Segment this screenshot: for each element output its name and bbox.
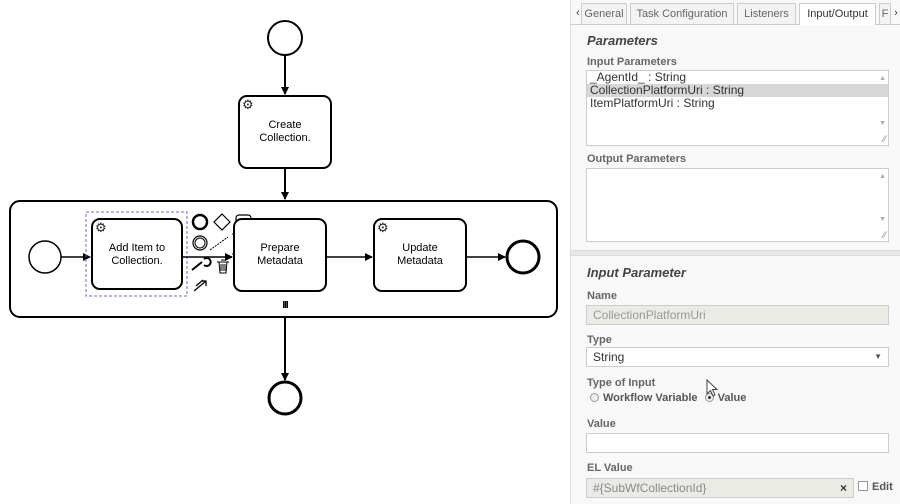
- multi-instance-parallel-marker: III: [282, 300, 288, 311]
- edit-checkbox[interactable]: [858, 481, 868, 491]
- task-create-collection-label: Create Collection.: [239, 119, 331, 145]
- input-parameter-item[interactable]: ItemPlatformUri : String: [590, 96, 715, 110]
- el-value-label: EL Value: [587, 462, 633, 474]
- tab-listeners[interactable]: Listeners: [737, 3, 796, 24]
- name-field[interactable]: CollectionPlatformUri: [586, 305, 889, 325]
- properties-tabs: ‹ General Task Configuration Listeners I…: [571, 0, 900, 25]
- section-divider: [571, 250, 900, 256]
- end-event-bottom[interactable]: [267, 380, 303, 416]
- task-add-item-label: Add Item to Collection.: [92, 242, 182, 268]
- label-line: Prepare: [260, 242, 300, 254]
- el-value-text: #{SubWfCollectionId}: [593, 481, 707, 495]
- resize-handle-icon[interactable]: ⁄⁄: [882, 230, 886, 240]
- diagram-svg: [9, 20, 558, 416]
- connect-arrow-icon[interactable]: [193, 279, 207, 292]
- type-of-input-label: Type of Input: [587, 377, 656, 389]
- bpmn-canvas[interactable]: ⚙ ⚙ ⚙ Create Collection. Add Item to Col…: [0, 0, 570, 504]
- type-of-input-options: Workflow Variable Value: [590, 392, 746, 404]
- tab-input-output[interactable]: Input/Output: [799, 3, 876, 25]
- el-value-field[interactable]: #{SubWfCollectionId} ×: [586, 478, 854, 498]
- scroll-up-icon[interactable]: ▲: [879, 173, 886, 180]
- task-prepare-metadata-label: Prepare Metadata: [234, 242, 326, 268]
- workflow-variable-radio[interactable]: [590, 393, 599, 402]
- input-parameter-heading: Input Parameter: [587, 265, 686, 280]
- scroll-up-icon[interactable]: ▲: [879, 75, 886, 82]
- service-task-gear-icon: ⚙: [242, 98, 254, 113]
- tab-extra[interactable]: F: [879, 3, 891, 24]
- service-task-gear-icon: ⚙: [95, 221, 107, 236]
- input-parameters-label: Input Parameters: [587, 56, 677, 68]
- mouse-cursor-icon: [706, 379, 719, 397]
- output-parameters-list[interactable]: ▲ ▼ ⁄⁄: [586, 168, 889, 242]
- output-parameters-label: Output Parameters: [587, 153, 687, 165]
- end-event-inner[interactable]: [505, 239, 541, 275]
- workflow-variable-option-label[interactable]: Workflow Variable: [603, 392, 698, 404]
- value-label: Value: [587, 418, 616, 430]
- type-select-value: String: [593, 350, 625, 364]
- label-line: Add Item to: [108, 242, 166, 254]
- tab-general[interactable]: General: [581, 3, 627, 24]
- tabs-prev-arrow[interactable]: ‹: [576, 7, 580, 19]
- task-update-metadata-label: Update Metadata: [374, 242, 466, 268]
- task-update-metadata[interactable]: [373, 218, 467, 292]
- change-type-wrench-icon[interactable]: [191, 257, 212, 271]
- parameters-heading: Parameters: [587, 33, 658, 48]
- label-line: Collection.: [259, 132, 311, 144]
- type-select[interactable]: String ▼: [586, 347, 889, 367]
- edit-toggle[interactable]: Edit: [858, 481, 893, 493]
- properties-panel: ‹ General Task Configuration Listeners I…: [570, 0, 900, 504]
- append-end-event-icon[interactable]: [191, 213, 209, 231]
- append-gateway-icon[interactable]: [213, 213, 231, 231]
- tab-task-configuration[interactable]: Task Configuration: [630, 3, 734, 24]
- delete-trash-icon[interactable]: [217, 259, 229, 274]
- label-line: Metadata: [257, 255, 303, 267]
- input-parameter-item[interactable]: CollectionPlatformUri : String: [587, 84, 888, 97]
- intermediate-inner-ring: [194, 237, 206, 249]
- value-radio[interactable]: [704, 393, 714, 402]
- clear-icon[interactable]: ×: [839, 481, 847, 495]
- service-task-gear-icon: ⚙: [377, 221, 389, 236]
- label-line: Update: [402, 242, 438, 254]
- type-label: Type: [587, 334, 612, 346]
- value-option-label[interactable]: Value: [717, 392, 747, 404]
- edit-label[interactable]: Edit: [872, 481, 893, 493]
- input-parameter-item[interactable]: _AgentId_ : String: [590, 70, 687, 84]
- label-line: Metadata: [397, 255, 443, 267]
- value-input[interactable]: [586, 433, 889, 453]
- resize-handle-icon[interactable]: ⁄⁄: [882, 134, 886, 144]
- scroll-down-icon[interactable]: ▼: [879, 120, 886, 127]
- chevron-down-icon: ▼: [874, 352, 882, 361]
- scroll-down-icon[interactable]: ▼: [879, 216, 886, 223]
- label-line: Create: [268, 119, 302, 131]
- start-event-inner[interactable]: [28, 240, 62, 274]
- start-event-top[interactable]: [267, 20, 303, 56]
- name-label: Name: [587, 290, 617, 302]
- task-add-item[interactable]: [91, 218, 183, 290]
- selection-outline: [85, 211, 188, 297]
- label-line: Collection.: [111, 255, 163, 267]
- tabs-next-arrow[interactable]: ›: [894, 7, 898, 19]
- task-prepare-metadata[interactable]: [233, 218, 327, 292]
